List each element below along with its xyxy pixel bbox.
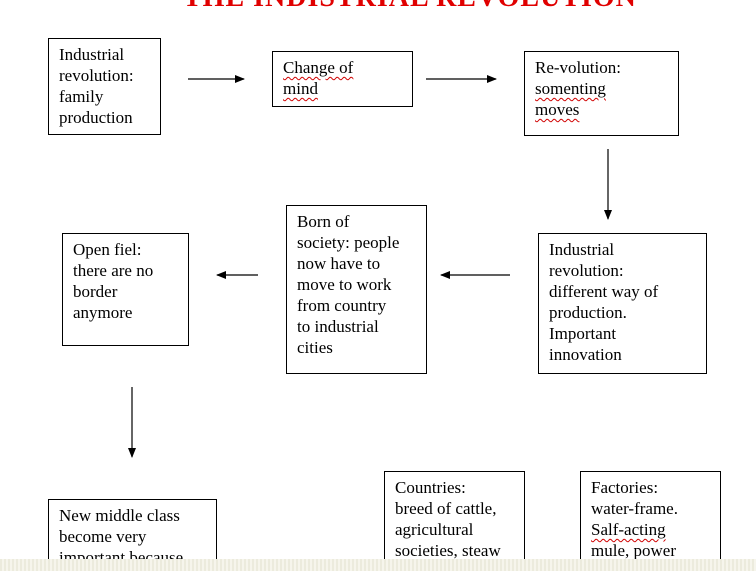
box-revolution-moves: Re-volution: somenting moves (524, 51, 679, 136)
box-text-line: now have to (297, 254, 381, 273)
box-text-line: move to work (297, 275, 392, 294)
box-text-line: agricultural (395, 520, 474, 539)
box-text-line: mind (283, 79, 318, 98)
box-text-line: different way of (549, 282, 659, 301)
box-countries: Countries: breed of cattle, agricultural… (384, 471, 525, 571)
box-text-line: Countries: (395, 478, 466, 497)
box-text-line: moves (535, 100, 580, 119)
box-text-line: to industrial (297, 317, 379, 336)
box-text-line: become very (59, 527, 147, 546)
box-text-line: Salf-acting (591, 520, 666, 539)
box-industrial-revolution-family-production: Industrial revolution: family production (48, 38, 161, 135)
box-text-line: family (59, 87, 104, 106)
box-text-line: production (59, 108, 133, 127)
box-text-line: Change of (283, 58, 354, 77)
box-text-line: Industrial (549, 240, 615, 259)
box-text-line: Industrial (59, 45, 125, 64)
box-text-line: revolution: (59, 66, 134, 85)
box-text-line: production. (549, 303, 627, 322)
box-text-line: water-frame. (591, 499, 678, 518)
box-text-line: Re-volution: (535, 58, 621, 77)
box-text-line: societies, steaw (395, 541, 501, 560)
box-text-line: mule, power (591, 541, 676, 560)
box-text-line: cities (297, 338, 333, 357)
box-born-of-society: Born of society: people now have to move… (286, 205, 427, 374)
box-text-line: breed of cattle, (395, 499, 497, 518)
box-industrial-revolution-innovation: Industrial revolution: different way of … (538, 233, 707, 374)
box-text-line: New middle class (59, 506, 180, 525)
box-open-field: Open fiel: there are no border anymore (62, 233, 189, 346)
box-text-line: revolution: (549, 261, 624, 280)
box-text-line: Important (549, 324, 617, 343)
box-change-of-mind: Change of mind (272, 51, 413, 107)
box-text-line: society: people (297, 233, 400, 252)
box-text-line: Born of (297, 212, 350, 231)
bottom-strip (0, 559, 756, 571)
box-text-line: border (73, 282, 118, 301)
diagram-title: THE INDISTRIAL REVOLUTION (183, 0, 637, 14)
box-text-line: there are no (73, 261, 154, 280)
box-text-line: somenting (535, 79, 606, 98)
box-text-line: Factories: (591, 478, 659, 497)
box-text-line: innovation (549, 345, 622, 364)
box-text-line: Open fiel: (73, 240, 142, 259)
box-text-line: from country (297, 296, 387, 315)
box-factories: Factories: water-frame. Salf-acting mule… (580, 471, 721, 571)
box-text-line: anymore (73, 303, 133, 322)
